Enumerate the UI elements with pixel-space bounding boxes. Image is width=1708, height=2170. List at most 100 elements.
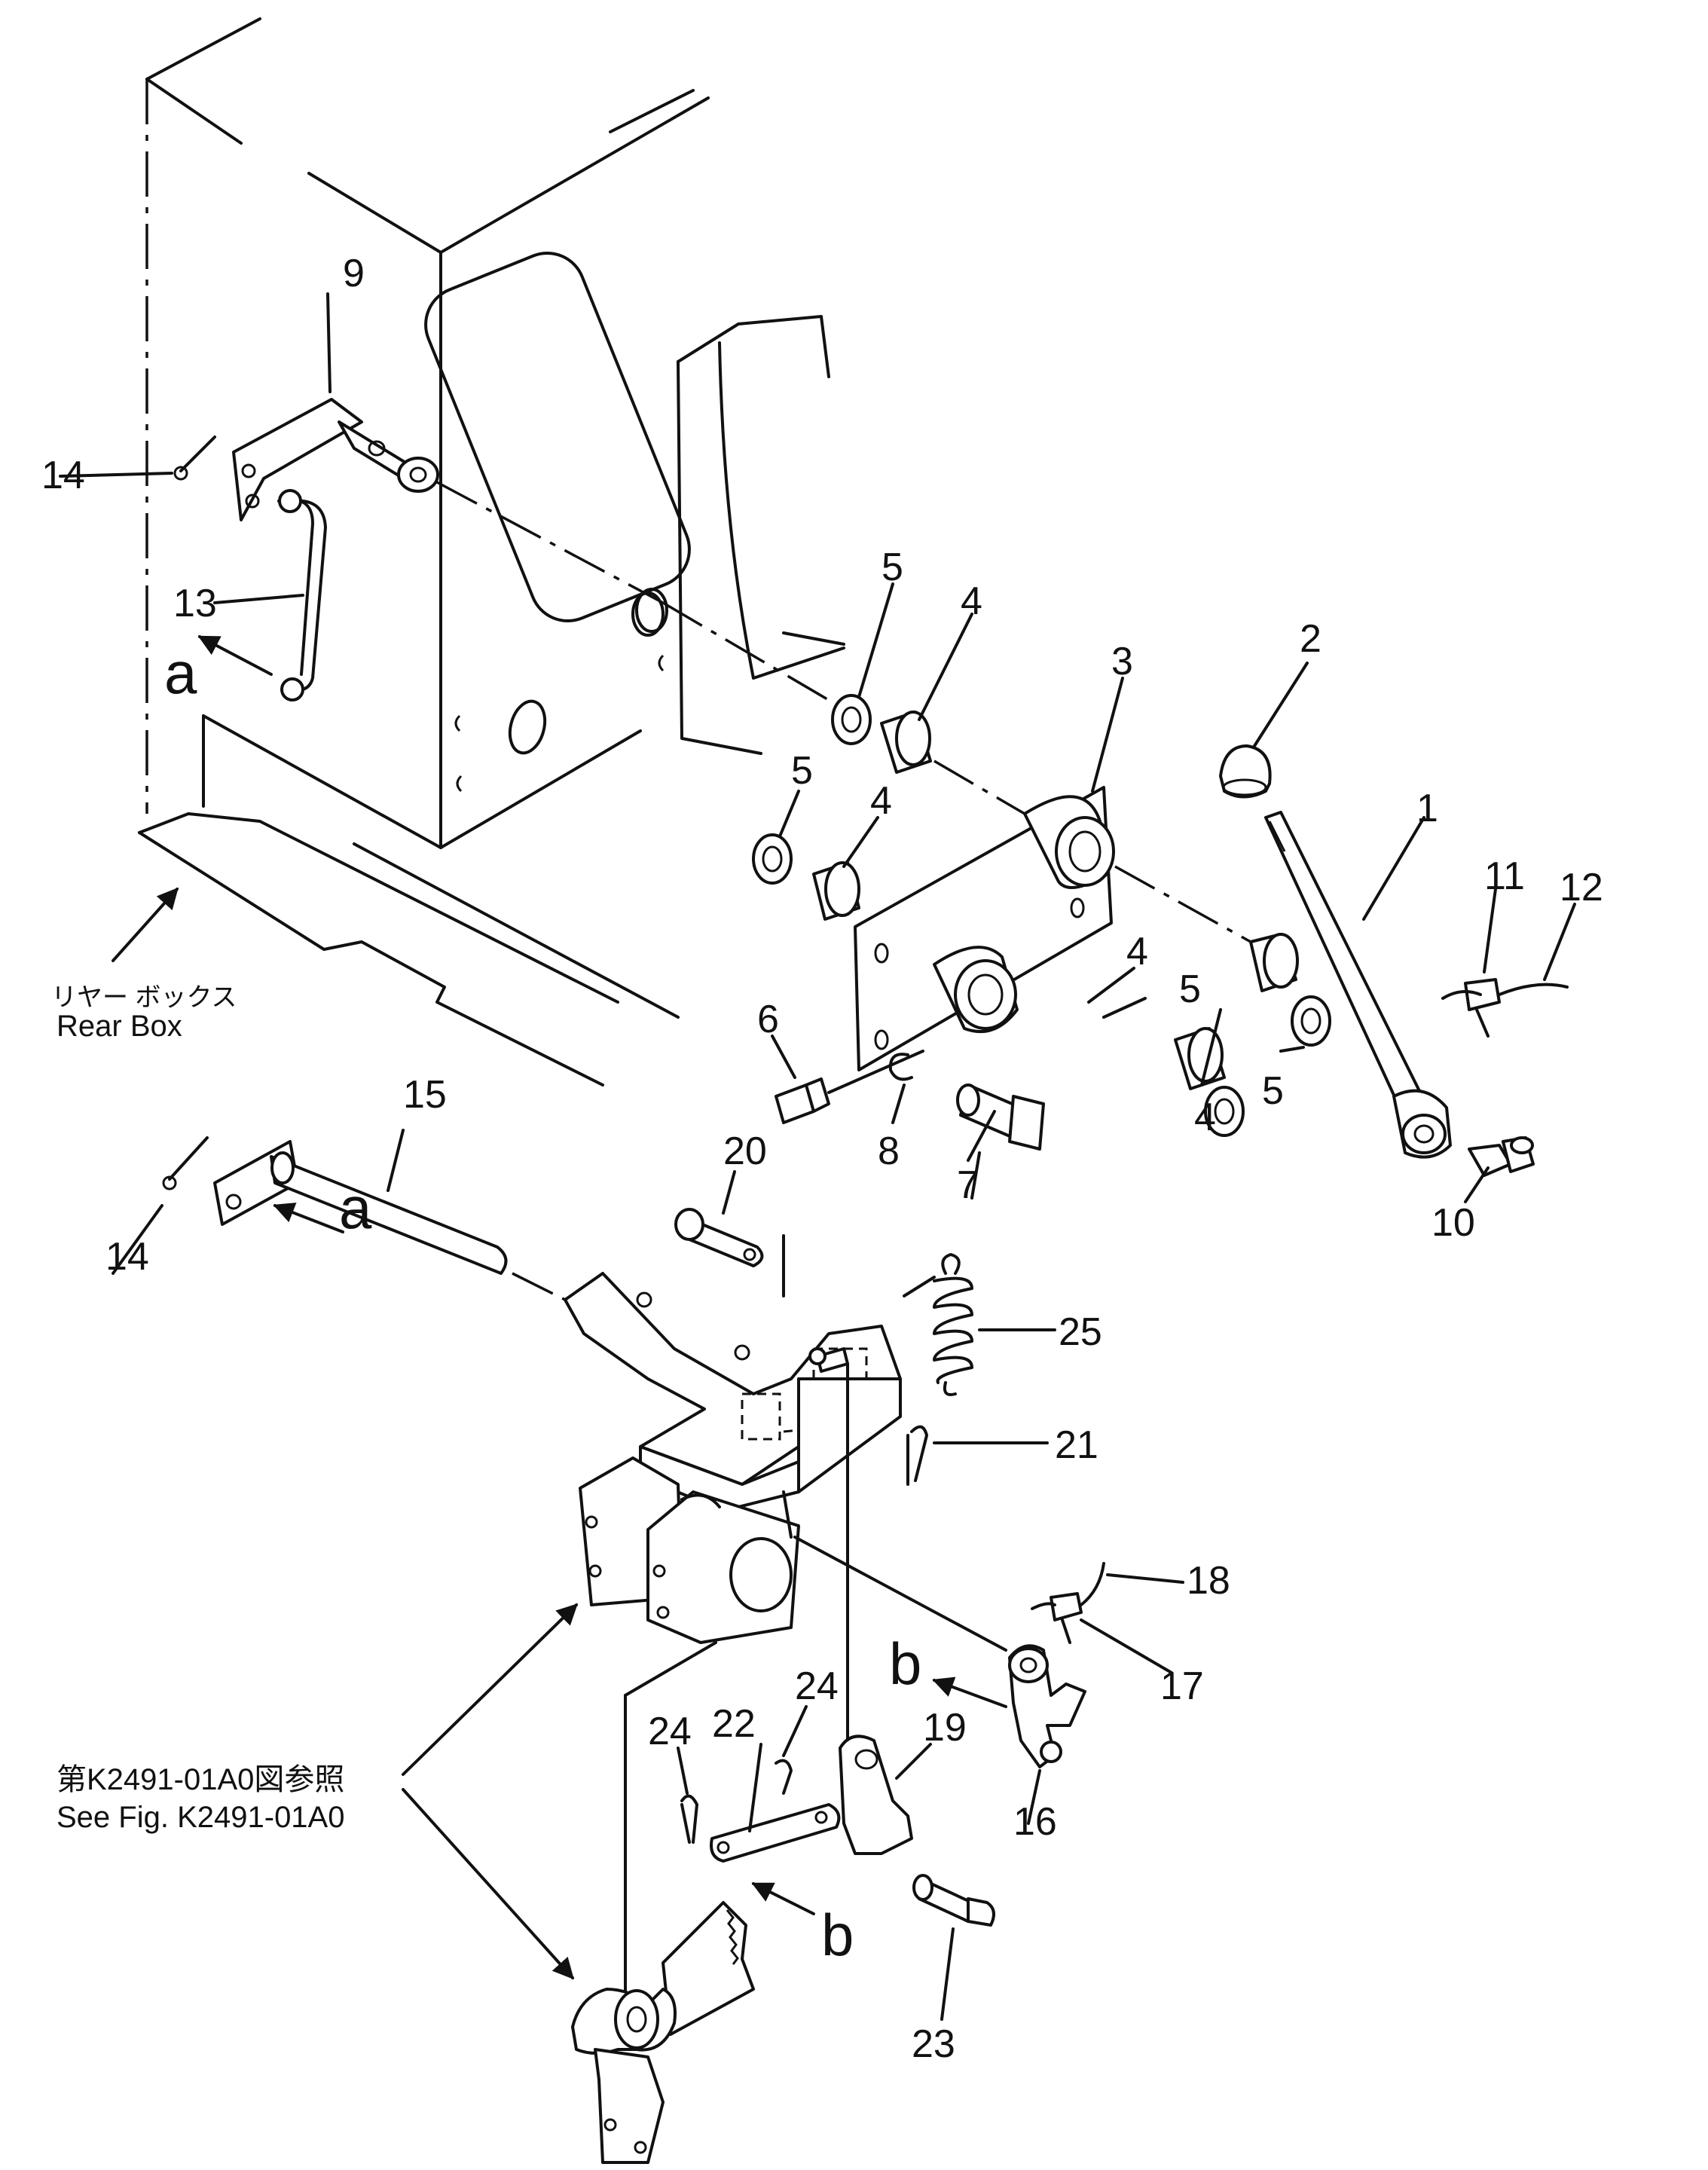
view-arrow-b2	[751, 1882, 815, 1915]
leader-24b	[782, 1705, 808, 1757]
callout-14-b: 14	[105, 1235, 149, 1279]
leader-16	[1027, 1769, 1041, 1825]
callout-21: 21	[1055, 1423, 1098, 1467]
leader-4a	[918, 613, 973, 721]
leader-5a	[857, 582, 894, 698]
leader-4d	[1200, 1008, 1222, 1087]
axis-line-lower	[624, 1641, 717, 1697]
part-5-seal-3	[1204, 1086, 1245, 1137]
view-arrow-b1	[932, 1676, 1007, 1708]
callout-20: 20	[723, 1129, 767, 1173]
part-22-link-plate	[710, 1803, 841, 1863]
callout-3: 3	[1111, 640, 1133, 683]
callout-12: 12	[1560, 866, 1603, 909]
part-17-screw	[1031, 1592, 1083, 1644]
see-fig-label-en: See Fig. K2491-01A0	[57, 1801, 344, 1834]
part-16-lever	[1008, 1644, 1086, 1768]
main-bracket-housing	[579, 1456, 800, 1644]
callout-13: 13	[173, 582, 217, 625]
callout-5-a: 5	[881, 546, 903, 589]
callout-5-b: 5	[791, 749, 813, 793]
part-24-cotter-left	[680, 1794, 698, 1844]
part-23-pin	[912, 1874, 995, 1927]
callout-24-a: 24	[648, 1710, 692, 1753]
axis-line-upper	[662, 601, 837, 706]
axis-line-right	[1114, 865, 1251, 943]
callout-10: 10	[1431, 1201, 1475, 1245]
leader-14b	[112, 1204, 163, 1275]
leader-see-fig-upper	[402, 1603, 579, 1776]
callout-4-a: 4	[961, 579, 982, 623]
leader-20	[722, 1170, 736, 1215]
view-arrow-a2	[273, 1203, 344, 1233]
callout-6: 6	[757, 998, 779, 1041]
part-25-spring	[933, 1253, 973, 1396]
part-15-pin	[213, 1140, 508, 1275]
bore-hole	[635, 588, 668, 633]
callout-5-c: 5	[1179, 967, 1201, 1011]
part-21-cotter	[906, 1425, 928, 1486]
callout-19: 19	[923, 1706, 967, 1750]
leader-13	[213, 594, 304, 604]
view-letter-a-upper: a	[164, 640, 197, 706]
view-arrow-a1	[197, 635, 273, 676]
callout-15: 15	[403, 1073, 447, 1117]
leader-2	[1253, 662, 1309, 747]
leader-4b	[842, 816, 879, 868]
axis-line-mid	[933, 760, 1025, 815]
leader-12	[1543, 903, 1576, 981]
callout-5-d: 5	[1262, 1069, 1284, 1113]
leader-5c	[1102, 997, 1147, 1019]
part-19-link	[839, 1734, 913, 1855]
callout-24-b: 24	[795, 1664, 839, 1708]
part-7-bolt	[956, 1083, 1045, 1151]
part-5-seal-4	[1291, 995, 1331, 1047]
leader-23	[940, 1927, 955, 2021]
reference-part-lower	[571, 1901, 755, 2164]
callout-4-c: 4	[1126, 930, 1148, 973]
leader-22	[748, 1743, 762, 1832]
part-5-seal-1	[831, 694, 872, 745]
view-letter-b-lower: b	[821, 1902, 854, 1968]
leader-4c	[1087, 967, 1135, 1004]
leader-6	[771, 1035, 796, 1079]
part-5-seal-2	[752, 833, 793, 885]
callout-18: 18	[1187, 1559, 1230, 1603]
part-10-grease-fitting	[1468, 1136, 1535, 1177]
callout-14-a: 14	[41, 454, 85, 497]
leader-17	[1080, 1618, 1173, 1674]
part-12-wire	[1498, 983, 1569, 996]
callout-7: 7	[957, 1163, 979, 1207]
leader-11	[1483, 888, 1497, 973]
part-14-cotter-lower	[162, 1136, 209, 1190]
leader-19	[895, 1743, 932, 1780]
main-bracket	[564, 1272, 902, 1512]
callout-25: 25	[1059, 1310, 1102, 1354]
callout-4-b: 4	[870, 779, 892, 823]
callout-8: 8	[878, 1129, 900, 1173]
callout-23: 23	[912, 2022, 955, 2066]
leader-1	[1362, 816, 1425, 921]
axis-line-pin	[512, 1272, 566, 1301]
part-14-cotter-upper	[173, 436, 216, 481]
leader-5b	[778, 790, 800, 838]
callout-1: 1	[1416, 787, 1438, 830]
callout-2: 2	[1300, 617, 1321, 661]
rear-box-label-jp: リヤー ボックス	[51, 983, 237, 1012]
leader-15	[387, 1129, 405, 1192]
part-8-snap-ring	[888, 1053, 913, 1081]
view-letter-b-upper: b	[889, 1631, 921, 1697]
leader-10	[1464, 1166, 1490, 1203]
rear-box-label-en: Rear Box	[57, 1010, 182, 1043]
part-4-bushing-3	[1174, 1027, 1226, 1090]
leader-rear-box	[112, 887, 179, 962]
part-4-bushing-2	[812, 861, 860, 921]
part-3-plate	[854, 786, 1115, 1071]
part-20-pin	[674, 1208, 764, 1267]
leader-18	[1106, 1573, 1184, 1584]
part-18-wire	[1080, 1562, 1105, 1606]
part-4-bushing-1	[880, 711, 932, 774]
callout-9: 9	[343, 252, 365, 295]
leader-24a	[677, 1747, 689, 1795]
